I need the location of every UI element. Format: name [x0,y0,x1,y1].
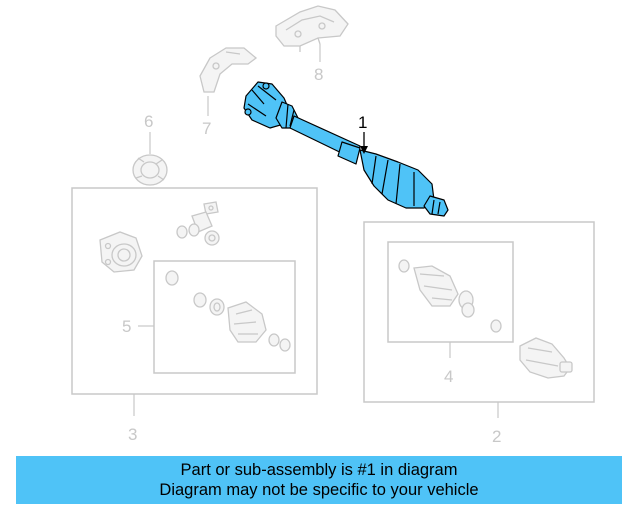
part-8-bracket [275,5,349,52]
callout-5: 5 [122,317,131,336]
callout-6: 6 [144,112,153,131]
part-flange [99,231,143,273]
part-7-heat-shield [199,47,258,93]
part-outer-joint-kit [398,259,502,333]
callout-3: 3 [128,425,137,444]
parts-diagram: 8 7 6 3 5 [71,5,595,446]
part-inner-joint-kit [165,270,291,352]
assembly-box-3 [71,187,318,395]
assembly-box-5 [153,260,296,374]
callout-8: 8 [314,65,323,84]
callout-1: 1 [358,113,367,132]
part-caption-bar: Part or sub-assembly is #1 in diagram Di… [16,456,622,504]
callout-7: 7 [202,119,211,138]
caption-line-1: Part or sub-assembly is #1 in diagram [180,461,458,479]
callout-4: 4 [444,367,453,386]
caption-line-2: Diagram may not be specific to your vehi… [159,481,479,499]
callout-1-arrowhead [360,146,368,154]
part-6-ring [132,154,168,186]
part-outer-cv-joint [519,337,573,379]
part-small-pieces [176,201,220,246]
assembly-box-2 [363,221,595,403]
part-1-axle-shaft [243,81,449,217]
callout-2: 2 [492,427,501,446]
